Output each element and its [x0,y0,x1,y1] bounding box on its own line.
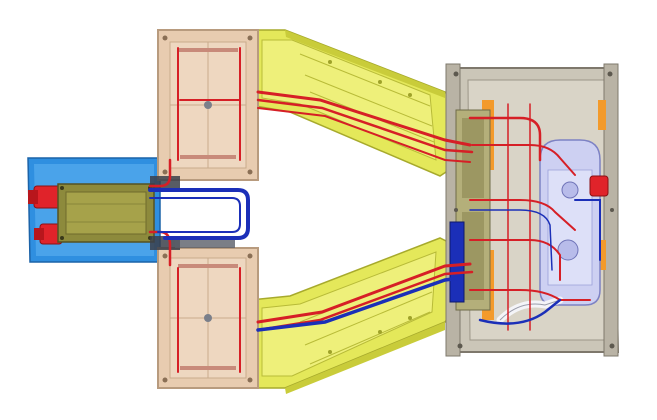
left-green-control-box [57,183,155,243]
upper-tan-tray [157,29,259,181]
blue-wiring [148,188,601,332]
red-wiring [148,47,591,373]
white-pipe [496,296,564,324]
red-fitting [589,175,609,197]
cabinet-fasteners [453,71,615,349]
lower-tan-tray [157,247,259,389]
cabinet-blue-bus [449,221,465,303]
